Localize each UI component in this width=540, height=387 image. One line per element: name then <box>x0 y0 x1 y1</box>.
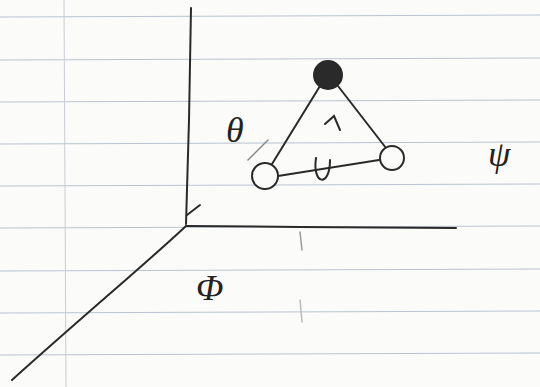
bond <box>338 86 386 148</box>
pencil-mark <box>248 140 268 160</box>
bond <box>272 86 320 164</box>
axis-label: ψ <box>488 136 510 172</box>
horizontal-axis <box>186 226 456 228</box>
open-atom <box>252 163 278 189</box>
axis-tick <box>187 205 200 215</box>
ruled-lines <box>0 15 540 355</box>
axis-label: θ <box>226 112 244 148</box>
open-atom <box>380 146 404 170</box>
filled-atom <box>314 61 342 89</box>
margin-line <box>64 0 66 387</box>
rotation-mark <box>315 158 330 180</box>
vertical-axis <box>186 8 191 224</box>
axis-tick <box>300 300 302 322</box>
depth-axis <box>12 226 186 380</box>
axes <box>12 8 456 380</box>
molecule <box>248 61 404 189</box>
axis-label: Φ <box>196 270 223 306</box>
axis-tick <box>300 232 302 250</box>
arrow-mark <box>325 116 340 130</box>
